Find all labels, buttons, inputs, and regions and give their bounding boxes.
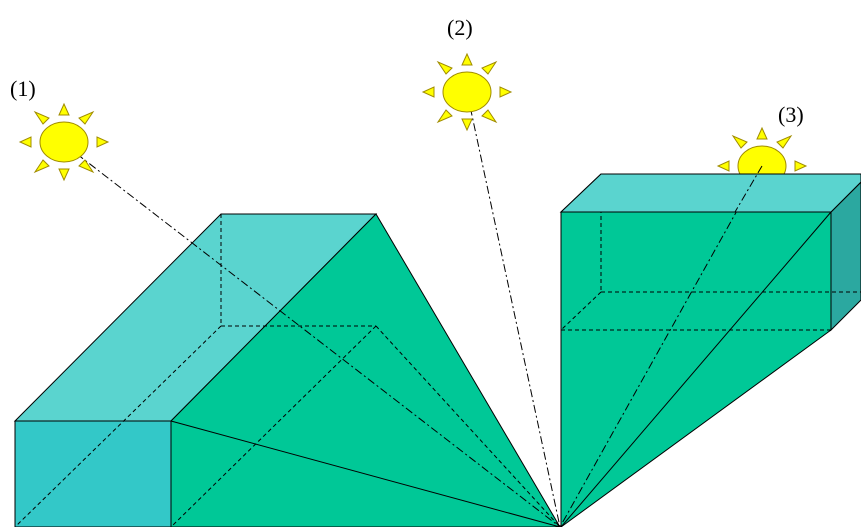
sun-label-2: (2): [447, 15, 473, 40]
left-prism-hidden-edges: [14, 214, 561, 527]
right-prism-hidden-edges: [560, 174, 861, 331]
left-prism-front-face: [14, 420, 172, 527]
sun-label-1: (1): [10, 76, 36, 101]
right-prism-top-face-overlay: [559, 173, 861, 213]
left-prism: [13, 213, 561, 527]
sun-icon: [19, 103, 109, 181]
left-prism-diagonal: [170, 420, 561, 527]
light-ray-2: [466, 91, 561, 527]
right-prism-diagonal: [560, 211, 832, 527]
light-ray-3: [559, 165, 763, 527]
light-rays: [63, 91, 763, 527]
right-prism: [559, 173, 861, 527]
light-ray-3-overlay: [734, 165, 763, 213]
sun-icon: [422, 53, 512, 131]
sun-label-3: (3): [778, 102, 804, 127]
